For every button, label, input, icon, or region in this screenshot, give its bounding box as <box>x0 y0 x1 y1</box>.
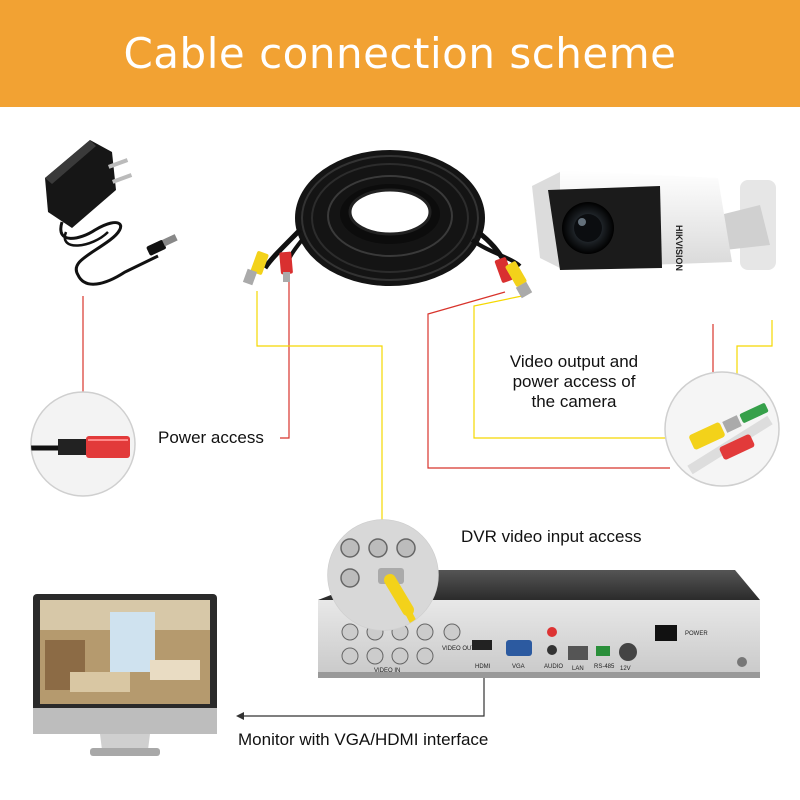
dvr-lan-text: LAN <box>572 666 584 672</box>
camera-connector-zoom <box>664 371 780 487</box>
dvr-input-label: DVR video input access <box>461 527 642 546</box>
monitor-wire <box>236 672 485 720</box>
video-output-label: Video output and power access of the cam… <box>494 352 654 412</box>
dvr-video-in-text: VIDEO IN <box>374 668 400 674</box>
dvr-12v-text: 12V <box>620 666 631 672</box>
power-adapter-image <box>45 140 178 286</box>
dvr-hdmi-text: HDMI <box>475 664 491 670</box>
power-wire-cable <box>280 282 290 439</box>
dvr-vga-text: VGA <box>512 664 525 670</box>
video-output-line-1: Video output and <box>509 352 639 371</box>
camera-brand-text: HIKVISION <box>674 225 684 271</box>
video-output-line-2: power access of <box>512 372 636 391</box>
video-output-line-3: the camera <box>531 392 617 411</box>
power-access-label: Power access <box>158 428 264 447</box>
power-plug-zoom <box>30 391 136 497</box>
bullet-camera-image: HIKVISION <box>532 170 776 271</box>
title-banner: Cable connection scheme <box>0 0 800 107</box>
monitor-label: Monitor with VGA/HDMI interface <box>238 730 489 749</box>
dvr-audio-text: AUDIO <box>544 664 563 670</box>
dvr-power-text: POWER <box>685 631 708 637</box>
dvr-video-out-text: VIDEO OUT <box>442 646 475 652</box>
video-wire-cable <box>256 291 383 520</box>
dvr-rs485-text: RS-485 <box>594 664 615 670</box>
monitor-image <box>33 594 217 756</box>
dvr-bnc-zoom <box>327 519 439 631</box>
camera-side-wires <box>427 291 773 469</box>
bnc-cable-reel-image <box>242 150 533 299</box>
page-title: Cable connection scheme <box>123 29 677 78</box>
